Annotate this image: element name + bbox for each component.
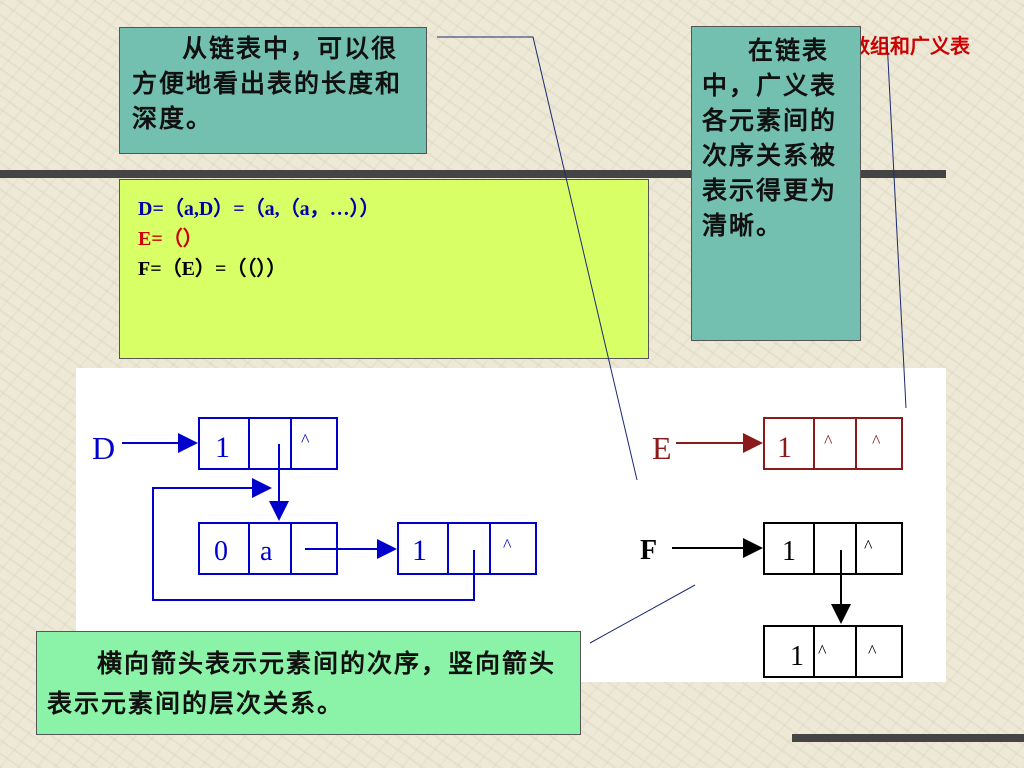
node-e-head-tag: 1: [777, 431, 792, 464]
expression-box: D=（a,D）=（a,（a，…）） E=（） F=（E）=（（））: [119, 179, 649, 359]
callout-order-relation: 在链表中，广义表各元素间的次序关系被表示得更为清晰。: [691, 26, 861, 341]
node-d-tail-tail: ^: [503, 535, 512, 555]
expression-d: D=（a,D）=（a,（a，…））: [138, 198, 380, 220]
list-e: E 1 ^ ^: [652, 417, 903, 470]
expression-f: F=（E）=（（））: [138, 258, 287, 280]
node-d-tail: [397, 522, 537, 575]
expression-e: E=（）: [138, 228, 203, 250]
node-d-atom-tag: 0: [214, 536, 228, 567]
node-f-child-tag: 1: [790, 641, 804, 672]
list-f-label: F: [640, 535, 657, 566]
node-f-child-tp: ^: [868, 641, 877, 661]
node-d-tail-tag: 1: [412, 534, 427, 567]
node-f-head-tag: 1: [782, 536, 796, 567]
pointer-line-bottom: [589, 584, 696, 644]
pointer-line-top-left: [437, 36, 638, 481]
callout-arrow-meaning: 横向箭头表示元素间的次序，竖向箭头表示元素间的层次关系。: [36, 631, 581, 735]
node-d-atom-value: a: [260, 536, 273, 567]
divider-bar-bottom: [792, 734, 1024, 742]
node-d-head: [198, 417, 338, 470]
pointer-line-top-right: [886, 39, 907, 409]
node-f-child: [763, 625, 903, 678]
node-f-child-hp: ^: [818, 641, 827, 661]
list-e-label: E: [652, 430, 672, 466]
node-d-head-tag: 1: [215, 431, 230, 464]
callout-length-depth: 从链表中，可以很方便地看出表的长度和深度。: [119, 27, 427, 154]
slide-title: 数组和广义表: [850, 34, 970, 58]
node-f-head: [763, 522, 903, 575]
list-d-label: D: [92, 430, 115, 466]
node-e-head-hp: ^: [824, 431, 833, 451]
diagram-panel: [76, 368, 946, 682]
callout-pointer-lines: [437, 36, 907, 644]
arrow-d-loop-back: [152, 478, 475, 601]
node-d-head-tail: ^: [301, 430, 310, 450]
node-e-head-tp: ^: [872, 431, 881, 451]
node-f-head-tail: ^: [864, 536, 873, 556]
list-f: F 1 ^ 1 ^ ^: [640, 522, 903, 678]
list-d: D 1 ^ 0 a 1 ^: [92, 417, 537, 601]
node-e-head: [763, 417, 903, 470]
divider-bar-top: [0, 170, 946, 178]
